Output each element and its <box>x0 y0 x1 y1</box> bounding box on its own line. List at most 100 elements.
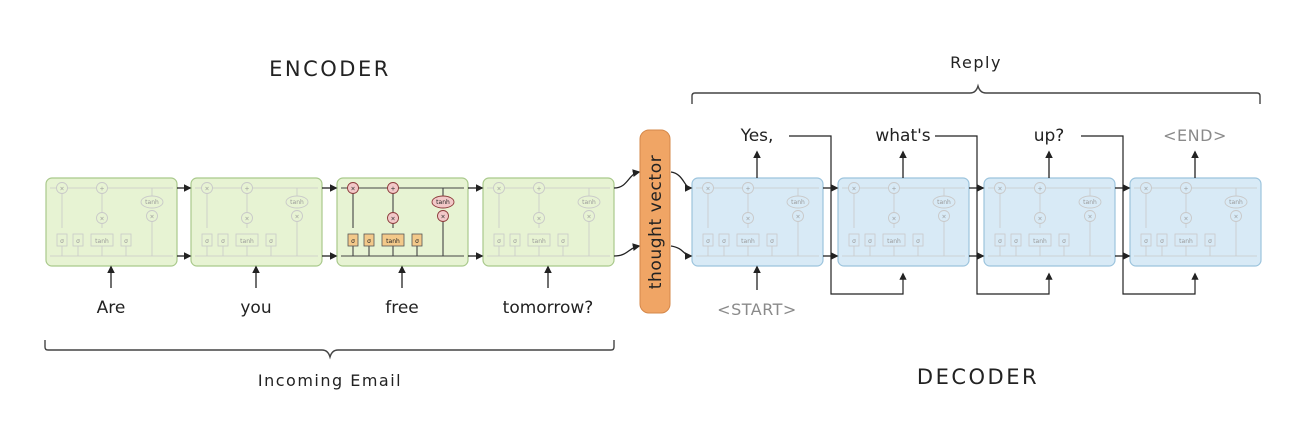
operator-label: + <box>745 186 750 193</box>
gate-label: tanh <box>887 238 901 245</box>
operator-label: × <box>705 186 710 193</box>
operator-circle <box>56 182 68 194</box>
gate-label: tanh <box>532 238 546 245</box>
gate-label: σ <box>415 238 419 245</box>
reply-brace <box>691 83 1261 104</box>
gate-label: σ <box>351 238 355 245</box>
gate-label: σ <box>513 238 517 245</box>
gate-box <box>864 233 876 247</box>
thought-vector-label: thought vector <box>646 155 666 290</box>
from-thought-arrow <box>670 171 693 192</box>
operator-label: × <box>440 214 445 221</box>
operator-label: × <box>244 216 249 223</box>
operator-label: × <box>496 186 501 193</box>
operator-circle <box>533 182 545 194</box>
tanh-ellipse <box>1224 195 1248 209</box>
gate-box <box>217 233 229 247</box>
gate-box <box>848 233 860 247</box>
operator-circle <box>1034 212 1046 224</box>
gate-label: σ <box>1160 238 1164 245</box>
operator-circle <box>1034 182 1046 194</box>
from-thought-arrow <box>670 245 693 260</box>
gate-label: σ <box>868 238 872 245</box>
gate-label: tanh <box>1179 238 1193 245</box>
to-thought-arrow <box>613 169 641 189</box>
operator-label: × <box>149 214 154 221</box>
tanh-ellipse <box>431 195 455 209</box>
feedback-path <box>1081 135 1199 295</box>
operator-label: + <box>99 186 104 193</box>
operator-label: + <box>390 186 395 193</box>
gate-box <box>120 233 132 247</box>
decoder-title: DECODER <box>917 365 1039 389</box>
gate-box <box>509 233 521 247</box>
operator-circle <box>201 182 213 194</box>
operator-label: × <box>99 216 104 223</box>
operator-circle <box>1180 182 1192 194</box>
operator-label: × <box>795 214 800 221</box>
operator-label: × <box>1087 214 1092 221</box>
gate-label: σ <box>1208 238 1212 245</box>
feedback-path <box>935 135 1053 295</box>
operator-circle <box>792 210 804 222</box>
gate-label: σ <box>706 238 710 245</box>
output-word-2: up? <box>1034 126 1065 146</box>
gate-box <box>363 233 375 247</box>
operator-circle <box>387 212 399 224</box>
operator-label: × <box>294 214 299 221</box>
operator-circle <box>702 182 714 194</box>
tanh-ellipse <box>1078 195 1102 209</box>
operator-circle <box>96 182 108 194</box>
input-word-3: tomorrow? <box>503 298 594 318</box>
gate-box <box>882 233 906 247</box>
tanh-label: tanh <box>1083 199 1097 206</box>
gate-label: σ <box>76 238 80 245</box>
gate-box <box>493 233 505 247</box>
tanh-label: tanh <box>436 199 450 206</box>
operator-label: × <box>1037 216 1042 223</box>
incoming-email-brace <box>44 340 615 360</box>
tanh-label: tanh <box>582 199 596 206</box>
operator-label: + <box>1183 186 1188 193</box>
gate-box <box>766 233 778 247</box>
input-word-1: you <box>240 298 271 318</box>
operator-label: × <box>745 216 750 223</box>
input-word-2: free <box>385 298 419 318</box>
gate-box <box>1156 233 1168 247</box>
gate-box <box>702 233 714 247</box>
operator-circle <box>888 212 900 224</box>
gate-label: σ <box>770 238 774 245</box>
gate-box <box>1028 233 1052 247</box>
gate-label: tanh <box>95 238 109 245</box>
gate-label: σ <box>60 238 64 245</box>
operator-circle <box>742 182 754 194</box>
operator-label: × <box>586 214 591 221</box>
gate-label: tanh <box>240 238 254 245</box>
operator-circle <box>291 210 303 222</box>
operator-circle <box>583 210 595 222</box>
reply-label: Reply <box>950 53 1002 72</box>
gate-box <box>1010 233 1022 247</box>
operator-circle <box>1180 212 1192 224</box>
output-word-0: Yes, <box>740 126 774 146</box>
operator-circle <box>888 182 900 194</box>
operator-circle <box>146 210 158 222</box>
operator-label: + <box>891 186 896 193</box>
gate-box <box>994 233 1006 247</box>
operator-circle <box>533 212 545 224</box>
operator-circle <box>347 182 359 194</box>
operator-circle <box>994 182 1006 194</box>
gate-label: tanh <box>1033 238 1047 245</box>
operator-label: × <box>59 186 64 193</box>
start-token: <START> <box>717 300 797 319</box>
gate-label: tanh <box>741 238 755 245</box>
feedback-path <box>789 135 907 295</box>
